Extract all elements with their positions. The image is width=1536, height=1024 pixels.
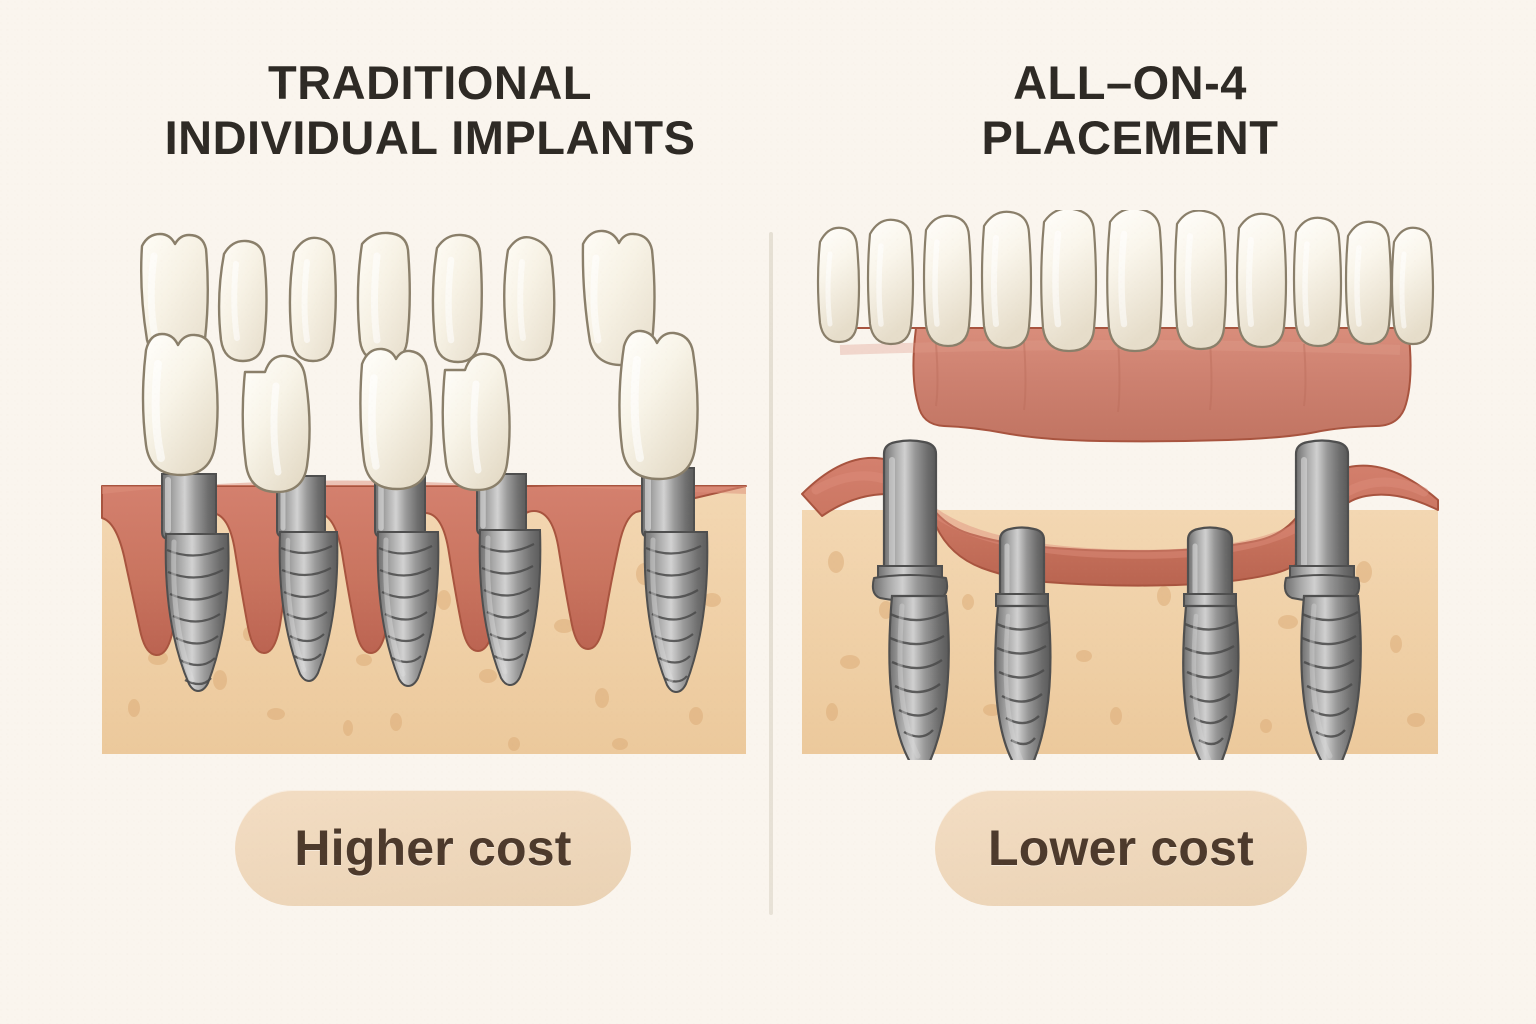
- all-on-4-implant-group: [871, 439, 1362, 760]
- all-on-4-illustration: [796, 210, 1444, 760]
- implant-post-4: [1283, 439, 1362, 760]
- panel-left-title: TRADITIONAL INDIVIDUAL IMPLANTS: [164, 56, 696, 164]
- cost-badge-left-label: Higher cost: [294, 820, 572, 876]
- implant-2: [241, 354, 339, 683]
- denture-ridges: [935, 339, 1307, 413]
- implant-3: [359, 347, 440, 688]
- implant-post-2: [994, 526, 1052, 760]
- implant-4: [441, 352, 542, 687]
- implant-5: [618, 329, 709, 694]
- cost-badge-right: Lower cost: [935, 790, 1307, 906]
- cost-badge-left: Higher cost: [235, 790, 631, 906]
- implant-post-1: [871, 439, 950, 760]
- panel-divider: [769, 232, 773, 915]
- traditional-implants-illustration: [96, 228, 752, 760]
- implant-post-3: [1182, 526, 1240, 760]
- upper-teeth-row: [139, 229, 656, 367]
- full-arch-denture: [816, 210, 1435, 443]
- panel-right-title: ALL–ON-4 PLACEMENT: [981, 56, 1279, 164]
- implant-group: [141, 329, 709, 694]
- cost-badge-right-label: Lower cost: [988, 820, 1254, 876]
- denture-teeth-row: [816, 210, 1435, 353]
- implant-1: [141, 332, 230, 693]
